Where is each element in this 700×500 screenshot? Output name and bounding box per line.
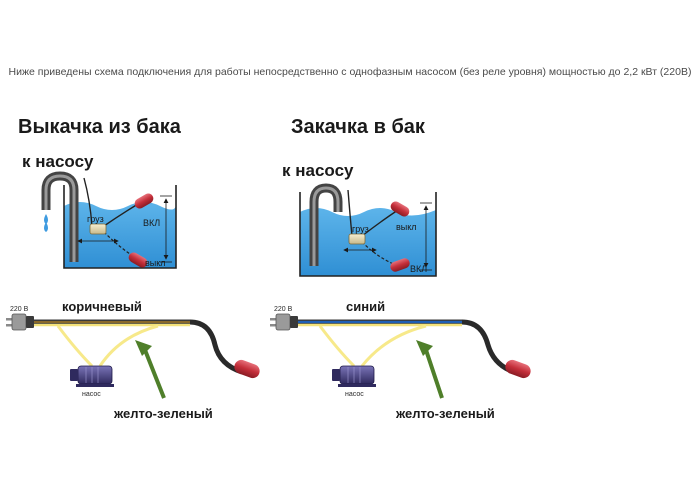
left-pump-label: насос [82, 391, 101, 398]
right-plug-icon [270, 313, 298, 331]
right-float-lower-icon [390, 258, 410, 272]
left-pump-icon [70, 365, 114, 387]
left-panel: Выкачка из бака к насосу груз ВКЛ выкл [18, 116, 182, 269]
left-voltage-label: 220 В [10, 306, 29, 313]
right-title: Закачка в бак [291, 116, 426, 138]
right-pump-label: насос [345, 391, 364, 398]
right-pipe [309, 183, 343, 266]
left-pipe [41, 171, 79, 262]
left-off-label: выкл [145, 258, 166, 268]
right-voltage-label: 220 В [274, 306, 293, 313]
left-wiring: 220 В насос коричневый желто-зеленый [6, 299, 260, 421]
water-drop-icon [44, 214, 48, 224]
right-pump-icon [332, 365, 376, 387]
weight-icon [89, 223, 107, 235]
right-weight-label: груз [352, 224, 369, 234]
right-pointer-arrow-icon [416, 340, 444, 399]
left-weight-label: груз [87, 214, 104, 224]
left-title: Выкачка из бака [18, 116, 182, 138]
left-pointer-arrow-icon [135, 340, 166, 399]
plug-icon [6, 313, 34, 331]
caption: Ниже приведены схема подключения для раб… [8, 66, 692, 78]
left-to-pump-label: к насосу [22, 152, 94, 171]
right-ground-label: желто-зеленый [395, 406, 495, 421]
left-float-icon [234, 359, 260, 379]
right-float-icon [505, 359, 531, 379]
float-switch-off-icon [128, 252, 148, 268]
right-to-pump-label: к насосу [282, 161, 354, 180]
left-wire-color-label: коричневый [62, 299, 142, 314]
left-on-label: ВКЛ [143, 218, 160, 228]
right-wire-color-label: синий [346, 299, 385, 314]
right-float-upper-icon [390, 201, 410, 217]
right-off-label: выкл [396, 222, 417, 232]
right-weight-icon [348, 233, 366, 245]
right-wiring: 220 В насос синий желто-зеленый [270, 299, 531, 421]
right-panel: Закачка в бак к насосу груз выкл ВКЛ [282, 116, 437, 277]
left-ground-label: желто-зеленый [113, 406, 213, 421]
float-switch-on-icon [134, 193, 154, 209]
right-on-label: ВКЛ [410, 264, 427, 274]
